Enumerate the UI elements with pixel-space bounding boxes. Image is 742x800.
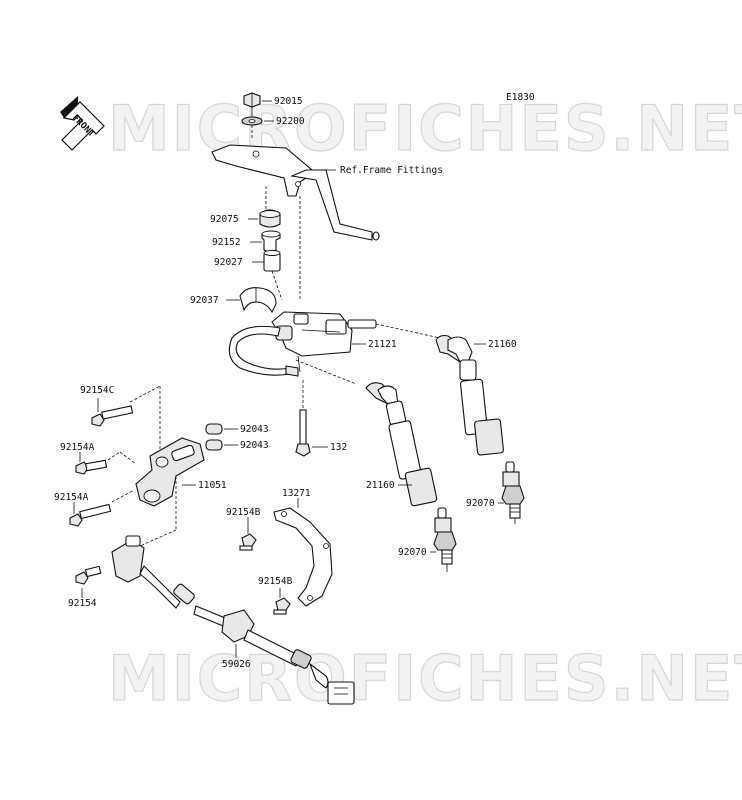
bolt-92154: [75, 565, 102, 585]
plug-cap-21160-right: [435, 334, 504, 456]
reference-note: Ref.Frame Fittings: [340, 165, 443, 176]
label-132: 132: [330, 442, 347, 453]
label-11051: 11051: [198, 480, 227, 491]
label-92070-left: 92070: [398, 547, 427, 558]
label-92154B-lower: 92154B: [258, 576, 293, 587]
clamp-92037: [239, 287, 277, 314]
label-92154B-upper: 92154B: [226, 507, 261, 518]
watermark-top: MICROFICHES.NET: [108, 92, 742, 165]
cover-13271: [273, 507, 333, 607]
ignition-coil-21121: [271, 311, 377, 373]
cap-92043-upper: [205, 423, 223, 435]
label-92043-upper: 92043: [240, 424, 269, 435]
label-13271: 13271: [282, 488, 311, 499]
label-92154A-upper: 92154A: [60, 442, 95, 453]
collar-92027: [263, 250, 281, 272]
nut-92015: [243, 92, 261, 108]
bolt-92154B-upper: [239, 533, 257, 551]
plug-cap-21160-left: [365, 382, 438, 507]
mounting-bracket: [211, 144, 380, 241]
sensor-11051: [135, 437, 205, 507]
label-21121: 21121: [368, 339, 397, 350]
harness-59026: [139, 565, 355, 705]
label-92037: 92037: [190, 295, 219, 306]
bolt-92154C: [91, 405, 134, 427]
cap-92043-lower: [205, 439, 223, 451]
label-92015: 92015: [274, 96, 303, 107]
watermark-bottom: MICROFICHES.NET: [108, 642, 742, 715]
label-92075: 92075: [210, 214, 239, 225]
pickup-coil: [111, 535, 145, 583]
label-92200: 92200: [276, 116, 305, 127]
washer-92200: [241, 116, 263, 126]
label-92152: 92152: [212, 237, 241, 248]
bolt-92154A-lower: [69, 503, 112, 527]
diagram-code: E1830: [506, 92, 535, 103]
label-92154A-lower: 92154A: [54, 492, 89, 503]
grommet-92075: [259, 209, 281, 228]
label-92154: 92154: [68, 598, 97, 609]
front-arrow-icon: FRONT: [60, 96, 105, 151]
label-92070-right: 92070: [466, 498, 495, 509]
label-21160-right: 21160: [488, 339, 517, 350]
label-92027: 92027: [214, 257, 243, 268]
label-21160-left: 21160: [366, 480, 395, 491]
collar-92152: [261, 230, 281, 253]
spark-plug-92070-right: [501, 461, 525, 524]
bolt-92154A-upper: [75, 459, 108, 475]
spark-plug-92070-left: [433, 507, 457, 572]
bolt-92154B-lower: [273, 597, 291, 615]
bolt-132: [295, 380, 311, 457]
label-92043-lower: 92043: [240, 440, 269, 451]
label-92154C: 92154C: [80, 385, 114, 396]
label-59026: 59026: [222, 659, 251, 670]
